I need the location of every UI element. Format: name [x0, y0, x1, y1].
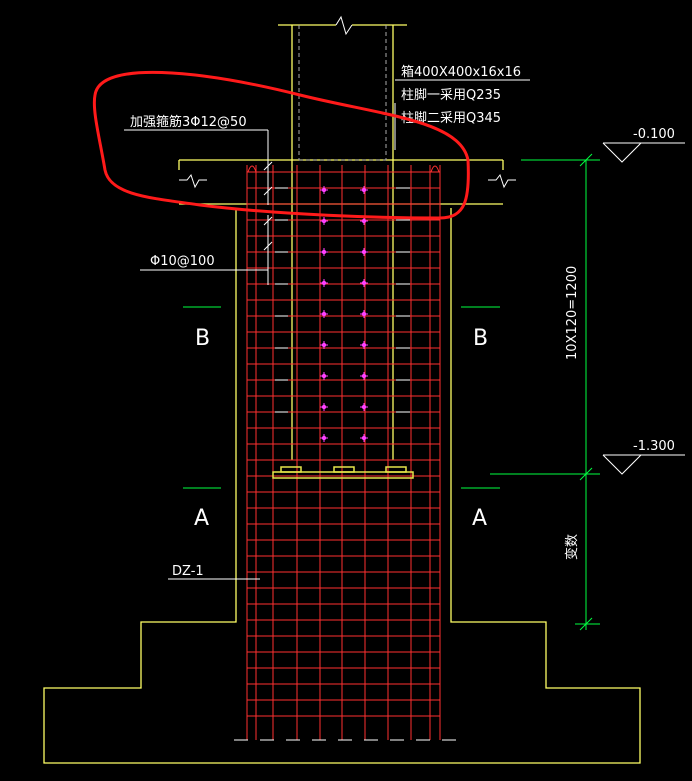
- section-b-left-label: B: [195, 326, 210, 351]
- section-b-right-label: B: [473, 326, 488, 351]
- column-foot-1-label: 柱脚一采用Q235: [401, 87, 501, 103]
- rebar-hook: [247, 165, 257, 173]
- leader-lines: [124, 79, 530, 580]
- elevation-symbol-mid: [602, 454, 685, 475]
- stirrup-dense-label: 加强箍筋3Φ12@50: [130, 114, 247, 130]
- stirrup-spacing-label: Φ10@100: [150, 254, 215, 269]
- highlight-annotation: [92, 70, 470, 220]
- base-plate: [272, 466, 414, 479]
- column-inner-lines: [298, 25, 387, 161]
- rebar-cage: [234, 165, 456, 741]
- anchor-markers: [320, 186, 368, 442]
- dimension-label: 10X120=1200: [565, 266, 580, 360]
- break-symbols: [179, 173, 516, 189]
- steel-box-label: 箱400X400x16x16: [401, 64, 521, 80]
- elevation-top-label: -0.100: [633, 127, 675, 142]
- elevation-symbol-top: [602, 142, 685, 163]
- section-a-left-label: A: [194, 506, 209, 531]
- section-a-right-label: A: [472, 506, 487, 531]
- variable-label: 变数: [564, 534, 580, 560]
- column-mark-label: DZ-1: [172, 564, 204, 579]
- rebar-hook: [430, 165, 440, 173]
- dimension-lines: [183, 153, 600, 631]
- steel-column: [278, 15, 407, 460]
- column-foot-2-label: 柱脚二采用Q345: [401, 110, 501, 126]
- elevation-mid-label: -1.300: [633, 439, 675, 454]
